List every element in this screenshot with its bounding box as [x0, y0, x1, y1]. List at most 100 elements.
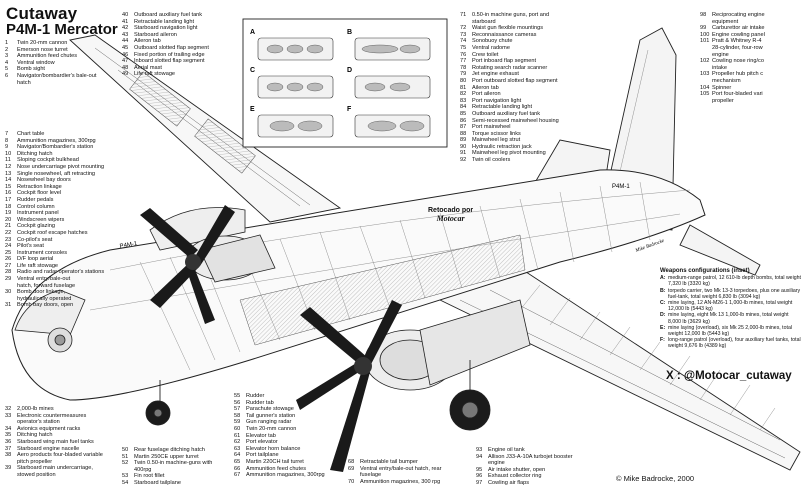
legend-text: Reciprocating engine [712, 12, 765, 18]
legend-text: Engine cowling panel [712, 31, 765, 38]
legend-text: Inboard slotted flap segment [134, 58, 205, 65]
legend-number [348, 472, 360, 479]
legend-text: Navigator/Bombardier's station [17, 144, 94, 151]
legend-number: 5 [5, 66, 9, 73]
legend-item: propeller [700, 98, 803, 105]
legend-number: 61 [234, 432, 241, 439]
legend-text: Mainwheel leg strut [472, 137, 521, 144]
page-subtitle: P4M-1 Mercator [6, 21, 118, 38]
legend-item: 48 Aerial mast [122, 65, 242, 72]
weapons-list: A:medium-range patrol, 12 610-lb depth b… [660, 275, 802, 349]
legend-item: 58 Tail gunner's station [234, 413, 346, 420]
legend-number: 82 [460, 91, 467, 98]
legend-number: 25 [5, 249, 12, 256]
weapons-config-text: mine laying, 12 AN-M26-1 1,000-lb mines,… [668, 300, 793, 313]
legend-text: Tail gunner's station [246, 412, 296, 419]
legend-number: 26 [5, 256, 12, 263]
legend-number: 20 [5, 216, 12, 223]
legend-text: hatch, forward fuselage [17, 282, 76, 289]
legend-number: 18 [5, 203, 12, 210]
legend-text: Ventral entry/bale-out [17, 276, 71, 283]
legend-text: Rotating search radar scanner [472, 64, 548, 71]
legend-number [460, 19, 472, 26]
legend-number: 81 [460, 84, 467, 91]
legend-number: 40 [122, 12, 129, 18]
weapons-config-item: A:medium-range patrol, 12 610-lb depth b… [660, 275, 802, 287]
legend-text: Propeller hub pitch c [712, 71, 763, 78]
legend-text: Crew toilet [472, 51, 499, 58]
legend-text: Aerial mast [134, 64, 162, 71]
legend-number [5, 296, 17, 303]
legend-number: 48 [122, 64, 129, 71]
legend-number: 101 [700, 38, 710, 45]
legend-number: 14 [5, 177, 12, 184]
legend-number [5, 419, 17, 426]
legend-number: 11 [5, 157, 11, 164]
legend-number: 63 [234, 445, 241, 452]
legend-text: Rudder tab [246, 399, 274, 406]
legend-text: Pilot's seat [17, 243, 44, 250]
weapons-config-text: long-range patrol (overload), four auxil… [668, 337, 801, 350]
legend-number: 12 [5, 163, 12, 170]
legend-number: 34 [5, 425, 12, 432]
legend-number: 58 [234, 412, 241, 419]
legend-number: 37 [5, 445, 12, 452]
legend-text: Port aileron [472, 91, 501, 98]
port-engine [364, 299, 531, 391]
legend-text: Starboard engine nacelle [17, 445, 80, 452]
legend-number: 76 [460, 51, 467, 58]
inset-label-c: C [250, 67, 255, 74]
port-wing [438, 267, 801, 471]
legend-item: 34 Avionics equipment racks [5, 426, 120, 433]
legend-text: Cockpit roof escape hatches [17, 229, 88, 236]
legend-number: 88 [460, 130, 467, 137]
legend-number: 97 [476, 479, 483, 486]
legend-number: 86 [460, 117, 467, 124]
tail-code: P4M-1 [612, 184, 630, 190]
legend-number: 102 [700, 58, 710, 65]
legend-number: 23 [5, 236, 12, 243]
legend-number: 50 [122, 447, 129, 453]
legend-text: Avionics equipment racks [17, 425, 81, 432]
legend-text: Starboard wing main fuel tanks [17, 438, 94, 445]
legend-number: 89 [460, 137, 467, 144]
legend-number [700, 78, 712, 85]
legend-item: 76 Crew toilet [460, 52, 588, 59]
legend-text: Retractable landing light [134, 18, 195, 25]
legend-text: Fixed portion of trailing edge [134, 51, 205, 58]
legend-text: Semi-recessed mainwheel housing [472, 117, 559, 124]
legend-text: Cowling air flaps [488, 479, 530, 486]
legend-text: Radio and radar operator's stations [17, 269, 105, 276]
legend-text: Twin 20-mm cannon [17, 40, 68, 46]
legend-number: 46 [122, 51, 129, 58]
legend-number: 17 [5, 196, 12, 203]
legend-number: 24 [5, 243, 12, 250]
legend-text: 0.50-in machine guns, port and [472, 12, 550, 18]
legend-text: Instrument consoles [17, 249, 68, 256]
weapons-config-key: C: [660, 300, 666, 307]
